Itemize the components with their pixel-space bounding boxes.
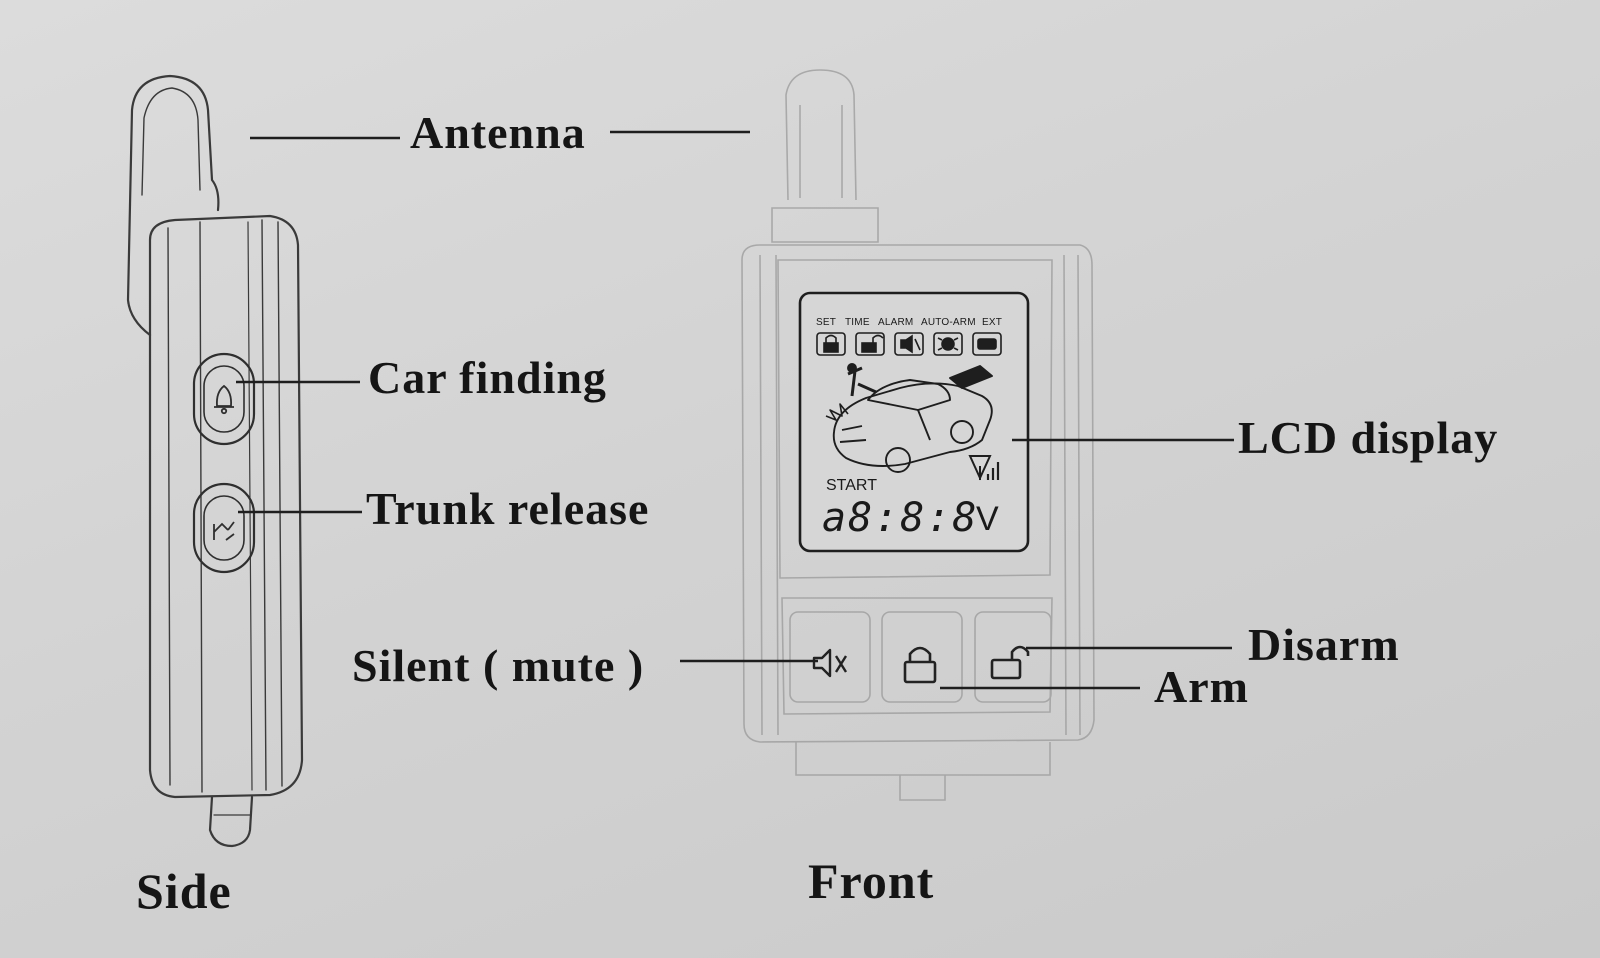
lcd-indicator-alarm: ALARM bbox=[878, 317, 914, 328]
silent-button[interactable] bbox=[810, 644, 860, 684]
antenna-signal-icon bbox=[968, 455, 1000, 481]
lcd-screen bbox=[798, 291, 1030, 553]
antenna-shape bbox=[128, 74, 220, 212]
trunk-release-button[interactable] bbox=[190, 480, 260, 580]
label-car-finding: Car finding bbox=[368, 352, 607, 403]
label-antenna: Antenna bbox=[410, 107, 586, 158]
disarm-button[interactable] bbox=[986, 636, 1036, 686]
lock-open-icon bbox=[990, 645, 1030, 680]
side-body-shape bbox=[148, 214, 304, 799]
bell-icon bbox=[214, 384, 234, 415]
lcd-indicator-time: TIME bbox=[845, 317, 870, 328]
lcd-alarm-icon bbox=[894, 332, 924, 356]
lcd-digits: a8:8:8 bbox=[822, 495, 979, 541]
arm-button[interactable] bbox=[897, 640, 947, 690]
label-arm: Arm bbox=[1154, 661, 1249, 712]
car-finding-button[interactable] bbox=[190, 350, 260, 450]
lcd-unlock-icon bbox=[855, 332, 885, 356]
lcd-start-label: START bbox=[826, 477, 877, 494]
lock-closed-icon bbox=[903, 646, 937, 684]
lcd-indicator-ext: EXT bbox=[982, 317, 1003, 328]
lcd-volt-unit: V bbox=[976, 500, 999, 538]
trunk-car-icon bbox=[213, 521, 235, 541]
caption-side: Side bbox=[136, 863, 232, 919]
label-silent-mute: Silent ( mute ) bbox=[352, 640, 645, 691]
lcd-auto-arm-icon bbox=[933, 332, 963, 356]
speaker-mute-icon bbox=[812, 648, 848, 678]
lcd-car-icon bbox=[825, 363, 993, 473]
label-lcd-display: LCD display bbox=[1238, 412, 1499, 463]
caption-front: Front bbox=[808, 853, 935, 909]
label-trunk-release: Trunk release bbox=[366, 483, 650, 534]
lcd-indicator-set: SET bbox=[816, 317, 837, 328]
lcd-ext-icon bbox=[972, 332, 1002, 356]
label-disarm: Disarm bbox=[1248, 619, 1400, 670]
lcd-lock-icon bbox=[816, 332, 846, 356]
lcd-indicator-auto-arm: AUTO-ARM bbox=[921, 317, 976, 328]
